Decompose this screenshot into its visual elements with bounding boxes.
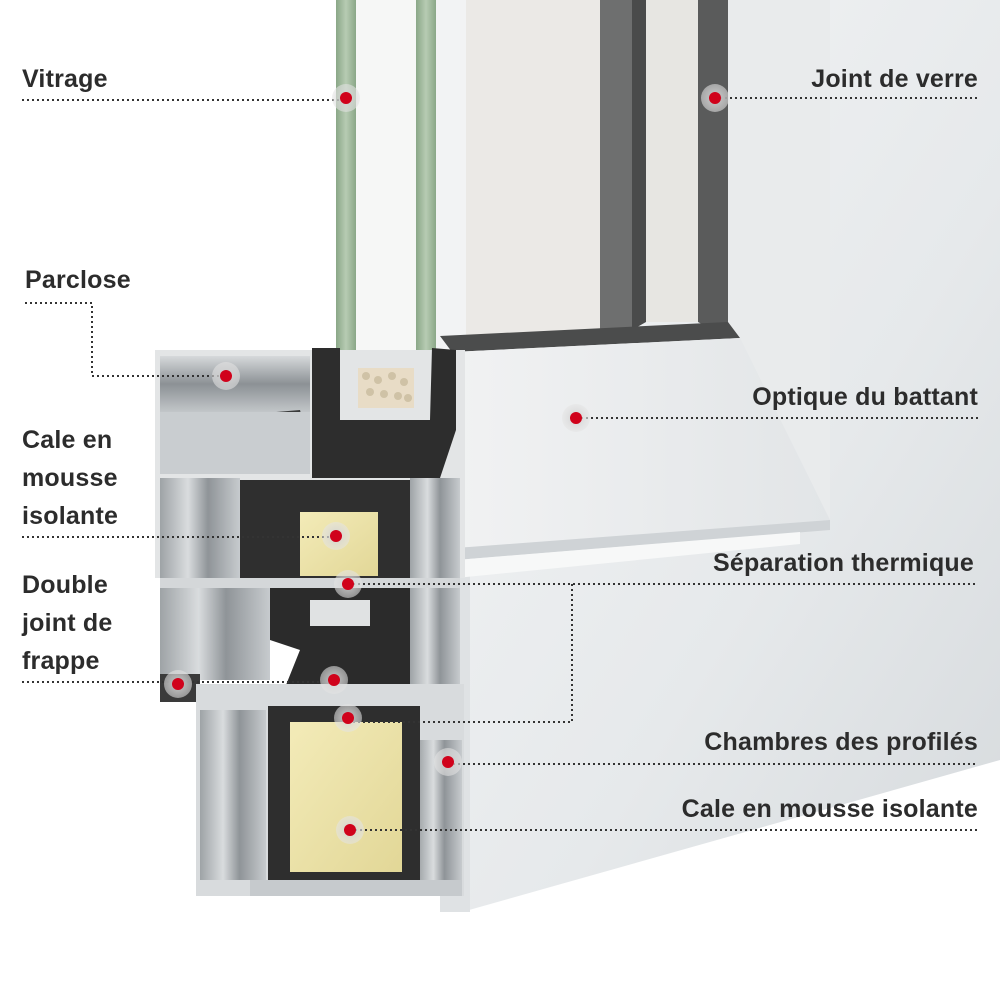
marker-double-joint-2	[320, 666, 348, 694]
label-chambres-des-profiles: Chambres des profilés	[704, 728, 978, 756]
marker-separation-thermique-2	[334, 704, 362, 732]
label-line: Double	[22, 571, 108, 599]
label-cale-en-mousse-isolante-2: Cale en mousse isolante	[681, 795, 978, 823]
leader-parclose	[25, 302, 226, 377]
label-line: mousse	[22, 464, 118, 492]
label-separation-thermique: Séparation thermique	[713, 549, 974, 577]
label-line: Cale en	[22, 426, 113, 454]
marker-cale-mousse-2	[336, 816, 364, 844]
marker-separation-thermique	[334, 570, 362, 598]
label-double-joint-de-frappe: Double joint de frappe	[22, 566, 112, 680]
leader-separation-branch	[348, 584, 573, 723]
label-optique-du-battant: Optique du battant	[752, 383, 978, 411]
label-line: isolante	[22, 502, 119, 530]
label-line: frappe	[22, 647, 100, 675]
marker-optique-battant	[562, 404, 590, 432]
marker-vitrage	[332, 84, 360, 112]
marker-chambres-profiles	[434, 748, 462, 776]
marker-joint-verre	[701, 84, 729, 112]
marker-cale-mousse-1	[322, 522, 350, 550]
label-joint-de-verre: Joint de verre	[811, 65, 978, 93]
marker-double-joint-1	[164, 670, 192, 698]
marker-parclose	[212, 362, 240, 390]
markers	[164, 84, 729, 844]
label-line: joint de	[22, 609, 113, 637]
profile-cross-section	[155, 348, 465, 896]
double-glazing	[336, 0, 436, 412]
label-cale-en-mousse-isolante-1: Cale en mousse isolante	[22, 421, 118, 535]
label-parclose: Parclose	[25, 266, 131, 294]
label-vitrage: Vitrage	[22, 65, 108, 93]
